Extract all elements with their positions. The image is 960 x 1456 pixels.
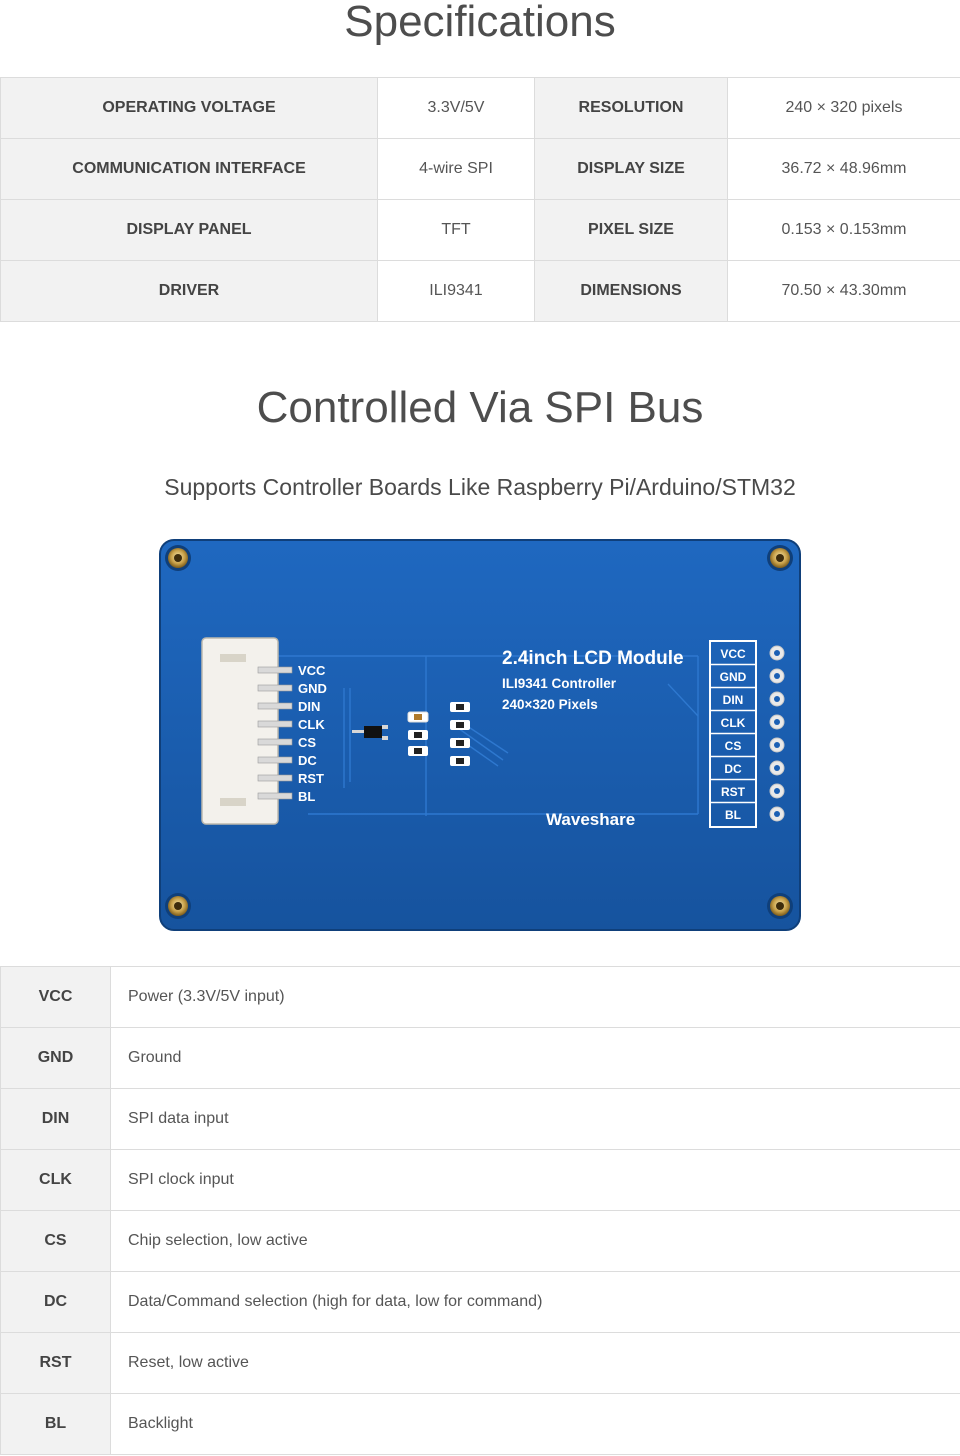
lcd-module-board-image: VCC GND DIN CLK CS DC RST BL 2.4inch LCD Module… — [159, 539, 801, 931]
header-pin-label: VCC — [720, 647, 746, 661]
pin-description: Power (3.3V/5V input) — [110, 966, 960, 1028]
spec-label: DIMENSIONS — [534, 260, 728, 322]
table-row: RST Reset, low active — [0, 1332, 960, 1394]
connector-pin-label: GND — [298, 681, 327, 696]
smd-components — [407, 702, 470, 766]
pin-description: Ground — [110, 1027, 960, 1089]
connector-pin-label: CLK — [298, 717, 325, 732]
header-pin-label: CLK — [721, 716, 746, 730]
spec-value: 4-wire SPI — [377, 138, 535, 200]
spec-value: 70.50 × 43.30mm — [727, 260, 960, 322]
pin-name: BL — [0, 1393, 111, 1455]
connector-pin-label: DIN — [298, 699, 320, 714]
header-pin-hole-center — [774, 696, 780, 702]
spec-value: ILI9341 — [377, 260, 535, 322]
pin-description-table: VCC Power (3.3V/5V input) GND Ground DIN… — [0, 966, 960, 1455]
pin-name: DC — [0, 1271, 111, 1333]
spec-value: 3.3V/5V — [377, 77, 535, 139]
pin-name: CS — [0, 1210, 111, 1272]
table-row: DC Data/Command selection (high for data… — [0, 1271, 960, 1333]
table-row: DRIVER ILI9341 DIMENSIONS 70.50 × 43.30m… — [0, 260, 960, 322]
spec-label: DISPLAY PANEL — [0, 199, 378, 261]
spi-section-title: Controlled Via SPI Bus — [256, 383, 704, 432]
table-row: DIN SPI data input — [0, 1088, 960, 1150]
connector-pin-labels: VCC GND DIN CLK CS DC RST BL — [298, 663, 327, 804]
8-pin-connector — [201, 637, 293, 825]
specifications-table: OPERATING VOLTAGE 3.3V/5V RESOLUTION 240… — [0, 77, 960, 322]
table-row: COMMUNICATION INTERFACE 4-wire SPI DISPL… — [0, 138, 960, 200]
header-pin-hole-center — [774, 673, 780, 679]
spec-label: OPERATING VOLTAGE — [0, 77, 378, 139]
header-pin-hole-center — [774, 811, 780, 817]
specifications-title: Specifications — [344, 0, 616, 46]
header-pin-label: DC — [724, 762, 742, 776]
board-brand: Waveshare — [546, 810, 635, 829]
pin-description: Reset, low active — [110, 1332, 960, 1394]
connector-pin-label: DC — [298, 753, 317, 768]
table-row: DISPLAY PANEL TFT PIXEL SIZE 0.153 × 0.1… — [0, 199, 960, 261]
connector-pin — [257, 720, 293, 728]
spec-value: 240 × 320 pixels — [727, 77, 960, 139]
pin-name: RST — [0, 1332, 111, 1394]
spi-section-subtitle: Supports Controller Boards Like Raspberr… — [164, 474, 796, 500]
spec-label: COMMUNICATION INTERFACE — [0, 138, 378, 200]
spec-value: TFT — [377, 199, 535, 261]
header-pin-label: DIN — [723, 693, 744, 707]
mounting-hole — [767, 893, 793, 919]
connector-pin — [257, 774, 293, 782]
header-pin-label: GND — [720, 670, 747, 684]
header-pin-label: BL — [725, 808, 741, 822]
table-row: CS Chip selection, low active — [0, 1210, 960, 1272]
spec-label: RESOLUTION — [534, 77, 728, 139]
pin-name: GND — [0, 1027, 111, 1089]
mounting-hole — [165, 545, 191, 571]
connector-pin-label: VCC — [298, 663, 326, 678]
pin-name: VCC — [0, 966, 111, 1028]
connector-pin — [257, 684, 293, 692]
spec-value: 36.72 × 48.96mm — [727, 138, 960, 200]
connector-pin — [257, 702, 293, 710]
mounting-hole — [767, 545, 793, 571]
table-row: CLK SPI clock input — [0, 1149, 960, 1211]
connector-pin-label: RST — [298, 771, 324, 786]
connector-pin — [257, 756, 293, 764]
pin-description: SPI data input — [110, 1088, 960, 1150]
header-pin-label: RST — [721, 785, 746, 799]
connector-pin — [257, 666, 293, 674]
transistor — [352, 725, 388, 740]
connector-pin-label: CS — [298, 735, 316, 750]
pin-description: SPI clock input — [110, 1149, 960, 1211]
pin-header: VCC GND DIN CLK CS DC RST BL — [709, 640, 785, 828]
spec-label: PIXEL SIZE — [534, 199, 728, 261]
pin-description: Data/Command selection (high for data, l… — [110, 1271, 960, 1333]
board-resolution: 240×320 Pixels — [502, 697, 598, 712]
header-pin-hole-center — [774, 719, 780, 725]
header-pin-hole-center — [774, 788, 780, 794]
table-row: VCC Power (3.3V/5V input) — [0, 966, 960, 1028]
board-title: 2.4inch LCD Module — [502, 648, 684, 669]
header-pin-hole-center — [774, 742, 780, 748]
connector-pin — [257, 792, 293, 800]
connector-pin — [257, 738, 293, 746]
pin-name: DIN — [0, 1088, 111, 1150]
header-pin-hole-center — [774, 650, 780, 656]
spec-label: DRIVER — [0, 260, 378, 322]
spec-value: 0.153 × 0.153mm — [727, 199, 960, 261]
table-row: OPERATING VOLTAGE 3.3V/5V RESOLUTION 240… — [0, 77, 960, 139]
pin-description: Backlight — [110, 1393, 960, 1455]
connector-pin-label: BL — [298, 789, 315, 804]
pin-description: Chip selection, low active — [110, 1210, 960, 1272]
header-pin-hole-center — [774, 765, 780, 771]
mounting-hole — [165, 893, 191, 919]
spec-label: DISPLAY SIZE — [534, 138, 728, 200]
pin-name: CLK — [0, 1149, 111, 1211]
table-row: GND Ground — [0, 1027, 960, 1089]
header-pin-label: CS — [725, 739, 742, 753]
board-controller: ILI9341 Controller — [502, 676, 617, 691]
table-row: BL Backlight — [0, 1393, 960, 1455]
